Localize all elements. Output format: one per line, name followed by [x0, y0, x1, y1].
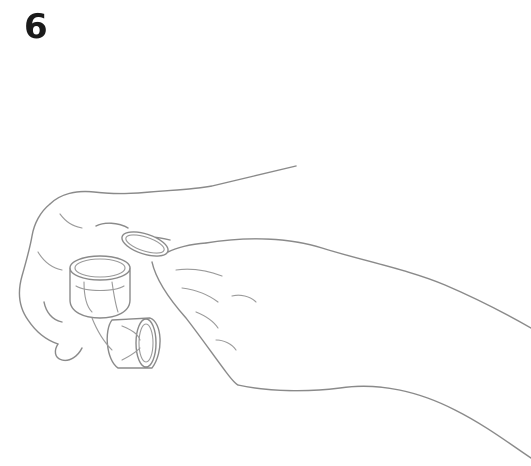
o-ring	[119, 227, 171, 261]
elbow-fitting	[70, 256, 160, 368]
right-hand-outline	[141, 237, 531, 458]
